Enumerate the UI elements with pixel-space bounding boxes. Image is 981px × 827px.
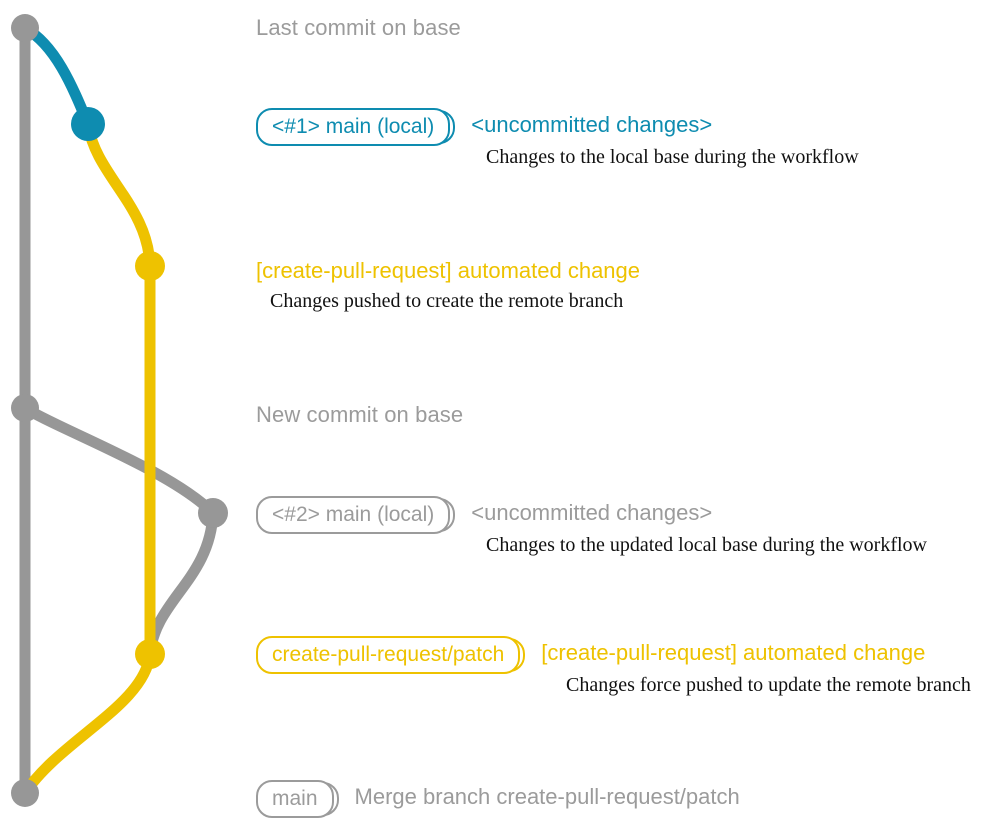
commit-desc-remote-commit-1: Changes pushed to create the remote bran… — [270, 290, 624, 312]
badge-wrap-local-1: <#1> main (local) — [256, 108, 456, 147]
row-remote-commit-2: create-pull-request/patch [create-pull-r… — [256, 636, 926, 675]
edge-base-to-local2 — [19, 402, 219, 519]
node-local-1 — [71, 107, 105, 141]
badge-wrap-remote-2: create-pull-request/patch — [256, 636, 526, 675]
commit-title-merge-commit: Merge branch create-pull-request/patch — [354, 784, 740, 809]
edge-remote2-to-merge — [19, 648, 156, 799]
row-last-commit-on-base: Last commit on base — [256, 11, 461, 40]
commit-nodes — [11, 14, 228, 807]
node-base-last — [11, 14, 39, 42]
commit-title-last-commit-on-base: Last commit on base — [256, 15, 461, 40]
branch-badge-main-local-2[interactable]: <#2> main (local) — [256, 496, 456, 535]
node-remote-1 — [135, 251, 165, 281]
commit-desc-local-commit-2: Changes to the updated local base during… — [486, 534, 927, 556]
branch-badge-create-pull-request-patch[interactable]: create-pull-request/patch — [256, 636, 526, 675]
commit-title-remote-commit-1: [create-pull-request] automated change — [256, 258, 641, 283]
commit-title-local-commit-1: <uncommitted changes> — [471, 112, 713, 137]
commit-title-remote-commit-2: [create-pull-request] automated change — [541, 640, 926, 665]
commit-desc-remote-commit-2: Changes force pushed to update the remot… — [566, 674, 971, 696]
row-new-commit-on-base: New commit on base — [256, 398, 463, 427]
node-local-2 — [198, 498, 228, 528]
commit-title-new-commit-on-base: New commit on base — [256, 402, 464, 427]
badge-wrap-main: main — [256, 780, 339, 819]
row-local-commit-2: <#2> main (local) <uncommitted changes> — [256, 496, 713, 535]
row-local-commit-1: <#1> main (local) <uncommitted changes> — [256, 108, 713, 147]
node-remote-2 — [135, 639, 165, 669]
branch-badge-main-local-1[interactable]: <#1> main (local) — [256, 108, 456, 147]
node-base-new — [11, 394, 39, 422]
commit-title-local-commit-2: <uncommitted changes> — [471, 500, 713, 525]
row-remote-commit-1: [create-pull-request] automated change — [256, 254, 640, 283]
badge-wrap-local-2: <#2> main (local) — [256, 496, 456, 535]
branch-badge-main[interactable]: main — [256, 780, 339, 819]
edge-local1-to-remote1 — [82, 118, 156, 272]
row-merge-commit: main Merge branch create-pull-request/pa… — [256, 780, 740, 819]
commit-desc-local-commit-1: Changes to the local base during the wor… — [486, 146, 859, 168]
node-base-merge — [11, 779, 39, 807]
